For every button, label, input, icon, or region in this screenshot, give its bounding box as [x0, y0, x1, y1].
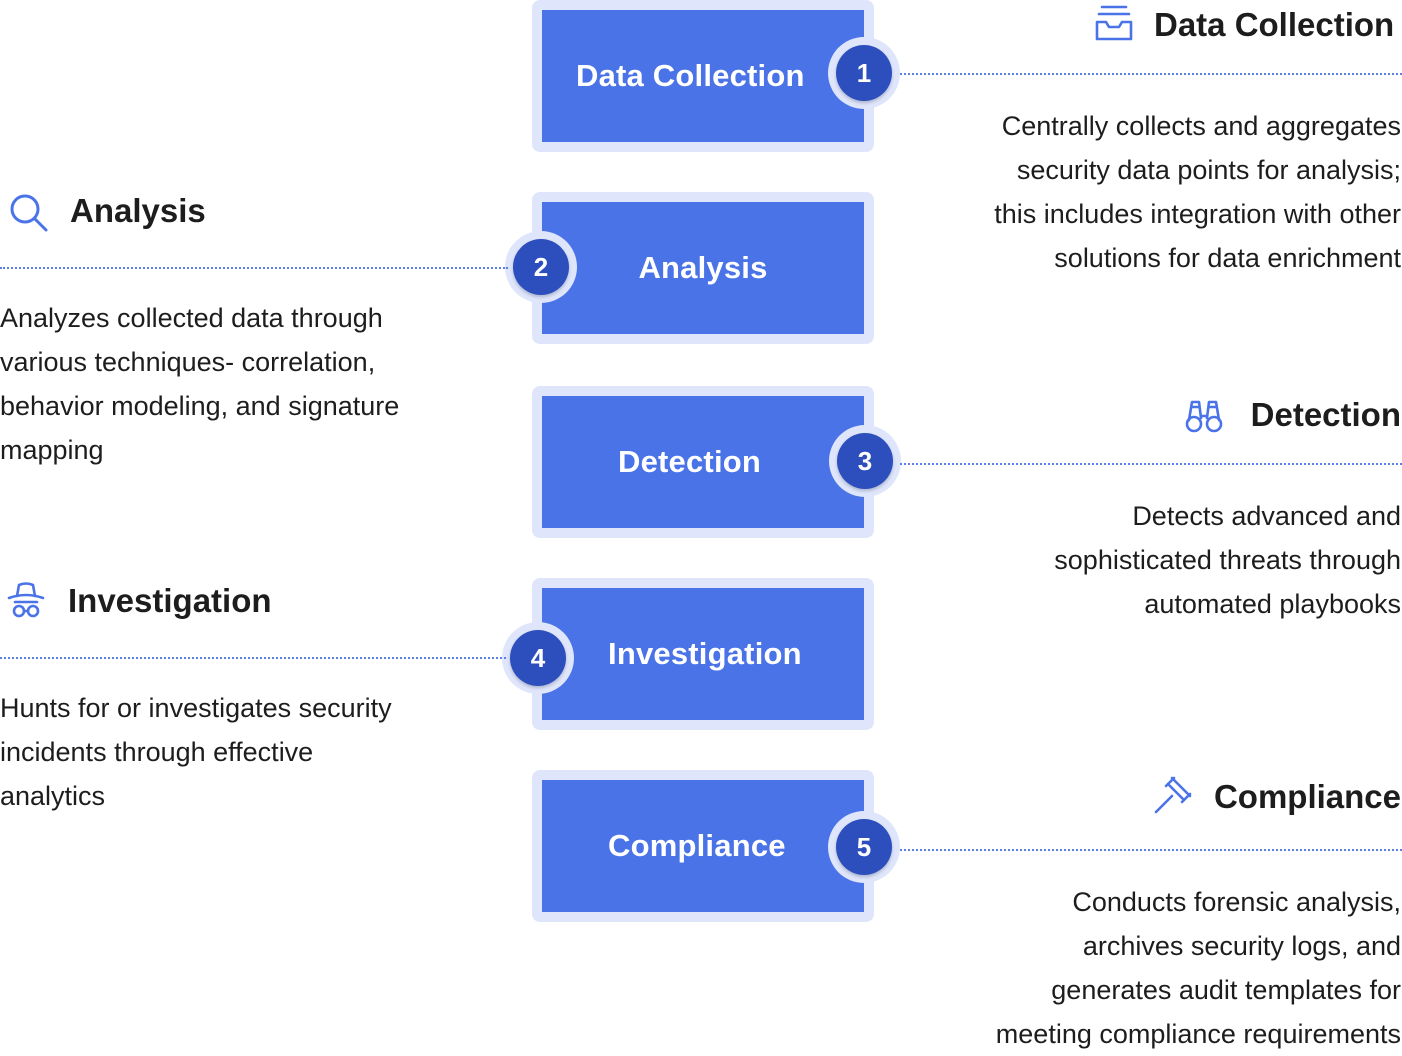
step-number-badge: 3	[837, 433, 893, 489]
description-line: Analyzes collected data through	[0, 303, 383, 333]
description-line: analytics	[0, 781, 106, 811]
side-heading-detection: Detection	[1250, 396, 1401, 433]
step-box-compliance: Compliance	[532, 770, 874, 922]
description-line: mapping	[0, 435, 104, 465]
connector-line	[900, 849, 1402, 851]
description-line: solutions for data enrichment	[1054, 243, 1401, 273]
step-box-detection: Detection	[532, 386, 874, 538]
description-line: various techniques- correlation,	[0, 347, 376, 377]
step-box-analysis: Analysis	[532, 192, 874, 344]
connector-line	[0, 657, 506, 659]
side-description-investigation: Hunts for or investigates security incid…	[0, 686, 480, 818]
binoculars-icon	[1185, 400, 1223, 433]
description-line: incidents through effective	[0, 737, 314, 767]
gavel-icon	[1154, 776, 1192, 814]
description-line: generates audit templates for	[1051, 975, 1401, 1005]
connector-line	[900, 463, 1402, 465]
side-heading-analysis: Analysis	[70, 192, 206, 229]
description-line: Hunts for or investigates security	[0, 693, 392, 723]
description-line: Conducts forensic analysis,	[1072, 887, 1401, 917]
description-line: automated playbooks	[1144, 589, 1401, 619]
step-inner-detection: Detection	[542, 396, 864, 528]
step-number-badge: 4	[510, 630, 566, 686]
inbox-stack-icon	[1095, 5, 1133, 41]
step-number-badge: 2	[513, 239, 569, 295]
step-number-badge-ring: 3	[829, 425, 901, 497]
step-number-badge: 1	[836, 45, 892, 101]
search-icon	[10, 194, 48, 232]
step-title: Data Collection	[576, 58, 805, 93]
description-line: Detects advanced and	[1132, 501, 1401, 531]
description-line: security data points for analysis;	[1016, 155, 1401, 185]
spy-icon	[7, 582, 45, 618]
side-heading-investigation: Investigation	[68, 582, 272, 619]
description-line: meeting compliance requirements	[995, 1019, 1401, 1049]
step-box-investigation: Investigation	[532, 578, 874, 730]
connector-line	[0, 267, 508, 269]
step-inner-compliance: Compliance	[542, 780, 864, 912]
step-inner-investigation: Investigation	[542, 588, 864, 720]
step-title: Detection	[618, 444, 762, 479]
description-line: this includes integration with other	[994, 199, 1401, 229]
side-description-detection: Detects advanced and sophisticated threa…	[881, 494, 1401, 626]
step-box-data-collection: Data Collection	[532, 0, 874, 152]
step-inner-analysis: Analysis	[542, 202, 864, 334]
step-title: Investigation	[608, 636, 802, 671]
step-number-badge: 5	[836, 819, 892, 875]
connector-line	[900, 73, 1402, 75]
step-title: Analysis	[638, 250, 768, 285]
step-number-badge-ring: 1	[828, 37, 900, 109]
step-number-badge-ring: 4	[502, 622, 574, 694]
step-title: Compliance	[608, 828, 786, 863]
description-line: sophisticated threats through	[1054, 545, 1401, 575]
side-description-data-collection: Centrally collects and aggregates securi…	[881, 104, 1401, 280]
description-line: behavior modeling, and signature	[0, 391, 400, 421]
step-inner-data-collection: Data Collection	[542, 10, 864, 142]
description-line: Centrally collects and aggregates	[1001, 111, 1401, 141]
side-heading-compliance: Compliance	[1213, 778, 1401, 815]
description-line: archives security logs, and	[1082, 931, 1401, 961]
side-description-analysis: Analyzes collected data through various …	[0, 296, 480, 472]
side-heading-data-collection: Data Collection	[1154, 6, 1395, 43]
step-number-badge-ring: 5	[828, 811, 900, 883]
side-description-compliance: Conducts forensic analysis, archives sec…	[881, 880, 1401, 1056]
step-number-badge-ring: 2	[505, 231, 577, 303]
